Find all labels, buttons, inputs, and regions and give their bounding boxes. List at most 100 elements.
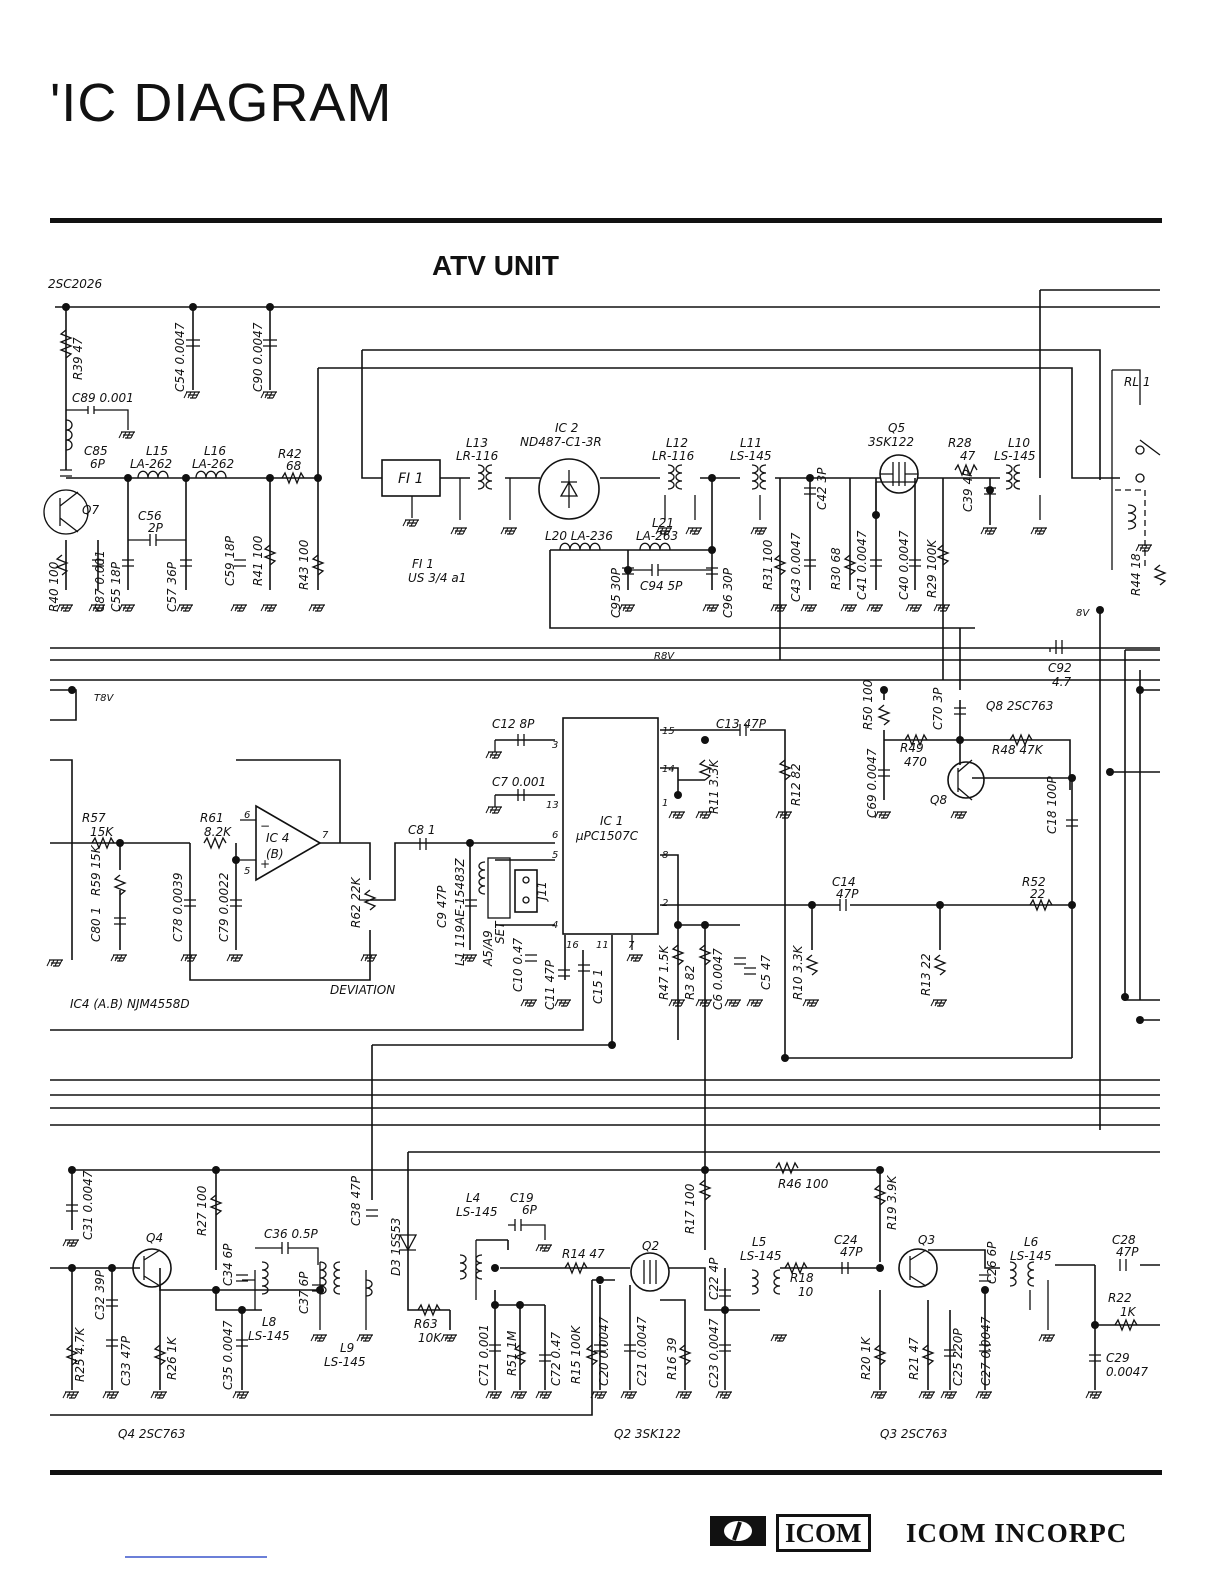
label-l13-value: LR-116	[456, 449, 499, 463]
label-c79: C79 0.0022	[217, 873, 231, 942]
label-l15-value: LA-262	[130, 457, 172, 471]
label-c41: C41 0.0047	[855, 530, 869, 600]
label-l9-value: LS-145	[324, 1355, 366, 1369]
label-q4: Q4	[146, 1231, 163, 1245]
label-c34: C34 6P	[221, 1243, 235, 1286]
label-rl1: RL 1	[1124, 375, 1150, 389]
label-c36: C36 0.5P	[264, 1227, 319, 1241]
pin-6: 6	[552, 830, 558, 841]
label-r61-value: 8.2K	[204, 825, 232, 839]
label-r51: R51 1M	[505, 1330, 519, 1376]
label-a5a9: A5/A9	[481, 930, 495, 967]
label-c92-value: 4.7	[1052, 675, 1071, 689]
label-c28-value: 47P	[1116, 1245, 1139, 1259]
label-r48: R48 47K	[992, 743, 1044, 757]
middle-components	[91, 704, 1078, 977]
label-l12-value: LR-116	[652, 449, 695, 463]
blue-underline-mark	[125, 1556, 267, 1558]
label-c13: C13 47P	[716, 717, 767, 731]
label-c19-value: 6P	[522, 1203, 538, 1217]
label-l4: L4	[466, 1191, 480, 1205]
label-r28: R28	[948, 436, 972, 450]
label-c94: C94 5P	[640, 579, 683, 593]
label-q2: Q2	[642, 1239, 659, 1253]
label-q4-part: Q4 2SC763	[118, 1427, 185, 1441]
bottom-rule	[50, 1470, 1162, 1475]
label-8v: 8V	[1076, 608, 1090, 619]
label-l5: L5	[752, 1235, 766, 1249]
label-r8v: R8V	[654, 651, 675, 662]
pin-1: 1	[662, 798, 668, 809]
label-q2-part: Q2 3SK122	[614, 1427, 681, 1441]
brand-logo-text: ICOM	[776, 1514, 871, 1552]
label-ic2-value: ND487-C1-3R	[520, 435, 602, 449]
pin-5: 5	[552, 850, 558, 861]
label-c85-value: 6P	[90, 457, 106, 471]
label-c9: C9 47P	[435, 885, 449, 928]
label-q3: Q3	[918, 1233, 935, 1247]
label-r40: R40 100	[47, 561, 61, 612]
label-r62: R62 22K	[349, 876, 363, 928]
pin-2: 2	[662, 898, 668, 909]
label-c90: C90 0.0047	[251, 322, 265, 392]
label-t8v: T8V	[94, 693, 114, 704]
label-c92: C92	[1048, 661, 1072, 675]
label-c19: C19	[510, 1191, 534, 1205]
label-c35: C35 0.0047	[221, 1320, 235, 1390]
label-l10-value: LS-145	[994, 449, 1036, 463]
label-c29: C29	[1106, 1351, 1130, 1365]
label-ic2: IC 2	[555, 421, 578, 435]
label-c57: C57 36P	[165, 561, 179, 612]
label-r46: R46 100	[778, 1177, 829, 1191]
label-c37: C37 6P	[297, 1271, 311, 1314]
page-title: 'IC DIAGRAM	[50, 73, 393, 133]
label-r52: R52	[1022, 875, 1046, 889]
label-l5-value: LS-145	[740, 1249, 782, 1263]
label-l8: L8	[262, 1315, 277, 1329]
label-c20: C20 0.0047	[597, 1316, 611, 1386]
pin-14: 14	[662, 764, 675, 775]
label-r57-value: 15K	[90, 825, 114, 839]
ic4-pin-6: 6	[244, 810, 250, 821]
label-l21-value: LA-263	[636, 529, 678, 543]
label-c72: C72 0.47	[549, 1331, 563, 1386]
label-c12: C12 8P	[492, 717, 535, 731]
label-l1: L1 119AE-15483Z	[453, 858, 467, 966]
label-c42: C42 3P	[815, 467, 829, 510]
label-c38: C38 47P	[349, 1175, 363, 1226]
label-r25: R25 4.7K	[73, 1326, 87, 1382]
label-ic4-b: (B)	[266, 847, 284, 861]
label-c80: C80 1	[89, 907, 103, 942]
ic4-minus: −	[260, 819, 270, 833]
label-l6-value: LS-145	[1010, 1249, 1052, 1263]
label-r18-value: 10	[798, 1285, 814, 1299]
label-j11: J11	[535, 881, 549, 902]
label-l11: L11	[740, 436, 762, 450]
label-r59: R59 15K	[89, 844, 103, 896]
label-c43: C43 0.0047	[789, 532, 803, 602]
label-r22: R22	[1108, 1291, 1132, 1305]
label-c27: C27 0.0047	[979, 1316, 993, 1386]
label-r52-value: 22	[1030, 887, 1045, 901]
label-c11: C11 47P	[543, 959, 557, 1010]
label-r13: R13 22	[919, 953, 933, 996]
label-deviation: DEVIATION	[330, 983, 395, 997]
label-r12: R12 82	[789, 763, 803, 806]
label-c26: C26 6P	[985, 1241, 999, 1284]
top-wiring	[50, 289, 1160, 1130]
label-c5: C5 47	[759, 955, 773, 990]
ic4-plus: +	[260, 857, 270, 871]
label-c24: C24	[834, 1233, 858, 1247]
pin-3: 3	[552, 740, 558, 751]
label-l13: L13	[466, 436, 488, 450]
label-r19: R19 3.9K	[885, 1174, 899, 1230]
label-r16: R16 39	[665, 1337, 679, 1380]
label-r63: R63	[414, 1317, 438, 1331]
footer-brand: ICOM ICOM INCORPC	[710, 1512, 1160, 1552]
label-c96: C96 30P	[721, 567, 735, 618]
pin-16: 16	[566, 940, 579, 951]
label-c87: C87 0.001	[93, 550, 107, 612]
label-set: SET	[493, 920, 507, 944]
label-r42-value: 68	[286, 459, 302, 473]
